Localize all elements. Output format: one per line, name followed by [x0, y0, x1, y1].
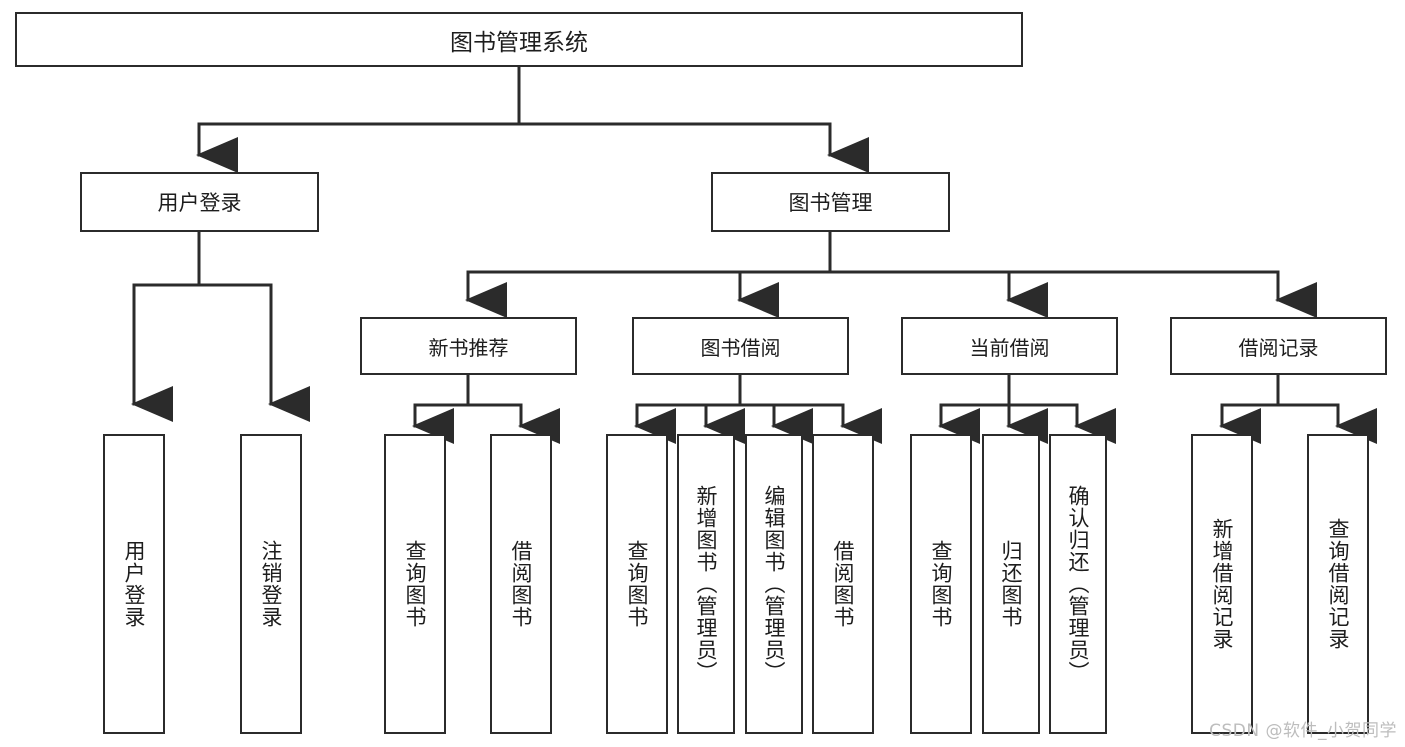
node-label: 借阅图书 — [509, 540, 534, 628]
leaf-add-book-admin[interactable]: 新增图书（管理员） — [677, 434, 735, 734]
node-label: 借阅图书 — [831, 540, 856, 628]
node-root-system[interactable]: 图书管理系统 — [15, 12, 1023, 67]
leaf-user-login[interactable]: 用户登录 — [103, 434, 165, 734]
node-label: 用户登录 — [122, 540, 147, 628]
node-label: 新增图书（管理员） — [694, 485, 719, 683]
node-label: 图书管理系统 — [450, 29, 588, 56]
leaf-query-book-new[interactable]: 查询图书 — [384, 434, 446, 734]
node-book-management[interactable]: 图书管理 — [711, 172, 950, 232]
node-label: 当前借阅 — [969, 335, 1050, 360]
node-label: 新增借阅记录 — [1210, 518, 1235, 650]
node-label: 注销登录 — [259, 540, 284, 628]
node-label: 查询图书 — [929, 540, 954, 628]
node-label: 新书推荐 — [428, 335, 509, 360]
leaf-logout[interactable]: 注销登录 — [240, 434, 302, 734]
node-label: 归还图书 — [999, 540, 1024, 628]
leaf-borrow-book[interactable]: 借阅图书 — [812, 434, 874, 734]
node-label: 图书管理 — [788, 191, 873, 215]
node-label: 借阅记录 — [1238, 335, 1319, 360]
node-user-login[interactable]: 用户登录 — [80, 172, 319, 232]
node-current-borrow[interactable]: 当前借阅 — [901, 317, 1118, 375]
leaf-query-book-borrow[interactable]: 查询图书 — [606, 434, 668, 734]
leaf-borrow-book-new[interactable]: 借阅图书 — [490, 434, 552, 734]
node-label: 编辑图书（管理员） — [762, 485, 787, 683]
node-borrow-record[interactable]: 借阅记录 — [1170, 317, 1387, 375]
node-book-borrow[interactable]: 图书借阅 — [632, 317, 849, 375]
node-label: 查询图书 — [625, 540, 650, 628]
leaf-query-borrow-record[interactable]: 查询借阅记录 — [1307, 434, 1369, 734]
node-new-book-recommend[interactable]: 新书推荐 — [360, 317, 577, 375]
leaf-query-book-current[interactable]: 查询图书 — [910, 434, 972, 734]
node-label: 确认归还（管理员） — [1066, 485, 1091, 683]
node-label: 查询借阅记录 — [1326, 518, 1351, 650]
leaf-add-borrow-record[interactable]: 新增借阅记录 — [1191, 434, 1253, 734]
leaf-return-book[interactable]: 归还图书 — [982, 434, 1040, 734]
csdn-watermark: CSDN @软件_小贺同学 — [1209, 721, 1397, 741]
leaf-edit-book-admin[interactable]: 编辑图书（管理员） — [745, 434, 803, 734]
node-label: 用户登录 — [157, 191, 242, 215]
node-label: 图书借阅 — [700, 335, 781, 360]
node-label: 查询图书 — [403, 540, 428, 628]
leaf-confirm-return-admin[interactable]: 确认归还（管理员） — [1049, 434, 1107, 734]
